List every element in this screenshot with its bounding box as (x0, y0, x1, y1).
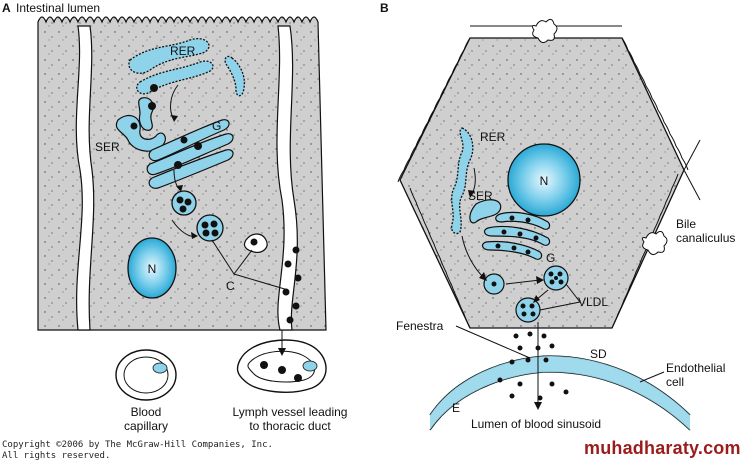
endothelial-pointer (639, 371, 665, 383)
panel-b-letter: B (380, 1, 389, 15)
vldl-pointers (539, 283, 581, 311)
fenestra-label: Fenestra (396, 319, 444, 333)
nucleus-a (127, 237, 177, 299)
ser-label-b: SER (468, 189, 493, 203)
lymph-vessel (236, 330, 327, 393)
nucleus-b (507, 143, 581, 217)
nucleus-label-b: N (540, 174, 549, 188)
lymph-chylomicrons (282, 246, 302, 324)
blood-capillary-label-2: capillary (124, 419, 168, 433)
golgi-droplets-b (495, 215, 539, 255)
endothelium-label: E (452, 401, 460, 415)
bile-canaliculus-label-2: canaliculus (676, 231, 735, 245)
cell-border-right (683, 139, 701, 201)
rer-label-b: RER (480, 130, 506, 144)
space-of-disse-label: SD (590, 347, 607, 361)
sinusoid-arrowhead (534, 402, 542, 410)
secretory-vesicle-1 (171, 190, 197, 216)
lipid-droplets-a (130, 84, 202, 169)
intestinal-lumen-label: Intestinal lumen (16, 1, 100, 15)
watermark: muhadharaty.com (584, 438, 741, 458)
golgi-stack-b (481, 211, 551, 260)
vldl-vesicle-2 (543, 265, 569, 291)
blood-capillary-label-1: Blood (131, 405, 162, 419)
copyright-notice: Copyright ©2006 by The McGraw-Hill Compa… (2, 440, 273, 462)
rer-cisternae-3 (224, 55, 246, 97)
golgi-label-a: G (212, 119, 221, 133)
vldl-vesicle-3 (515, 297, 541, 323)
golgi-stack-a (146, 119, 234, 189)
vldl-label: VLDL (578, 295, 608, 309)
blood-capillary (115, 349, 177, 401)
chylomicron-label: C (226, 279, 235, 293)
panel-a: A Intestinal lumen RER SER G (2, 1, 347, 433)
rer-cisternae (128, 38, 210, 74)
lymph-vessel-label-2: to thoracic duct (249, 419, 331, 433)
intercellular-space-right (276, 25, 298, 331)
panel-a-letter: A (2, 1, 11, 15)
chylomicron-pointers (211, 239, 289, 291)
vldl-vesicle-1 (483, 273, 505, 295)
ser-tubules (115, 115, 166, 152)
vldl-particles (497, 331, 569, 401)
ser-b (469, 199, 502, 224)
copyright-line-2: All rights reserved. (2, 451, 111, 461)
bile-canaliculus-top (531, 18, 558, 44)
sinusoid-endothelium (429, 355, 691, 431)
endothelial-label-2: cell (666, 375, 684, 389)
lymph-vessel-label-1: Lymph vessel leading (233, 405, 348, 419)
bile-canaliculus-label-1: Bile (676, 217, 696, 231)
rer-b (450, 127, 474, 235)
copyright-line-1: Copyright ©2006 by The McGraw-Hill Compa… (2, 440, 273, 450)
golgi-label-b: G (546, 251, 555, 265)
secretory-vesicle-2 (196, 214, 224, 242)
endothelial-label-1: Endothelial (666, 361, 725, 375)
bile-canaliculus-right (641, 230, 668, 256)
nucleus-label-a: N (148, 262, 157, 276)
hepatocyte-microvilli (397, 37, 689, 329)
sinusoid-lumen-label: Lumen of blood sinusoid (471, 417, 601, 431)
fenestra-pointer (455, 325, 531, 359)
ser-label-a: SER (95, 140, 120, 154)
arrowheads-a (171, 115, 198, 239)
panel-b: B Bile canaliculus RER SER (380, 1, 735, 431)
intercellular-space-left (75, 25, 95, 331)
arrowheads-b (468, 190, 544, 303)
rer-label-a: RER (170, 44, 196, 58)
